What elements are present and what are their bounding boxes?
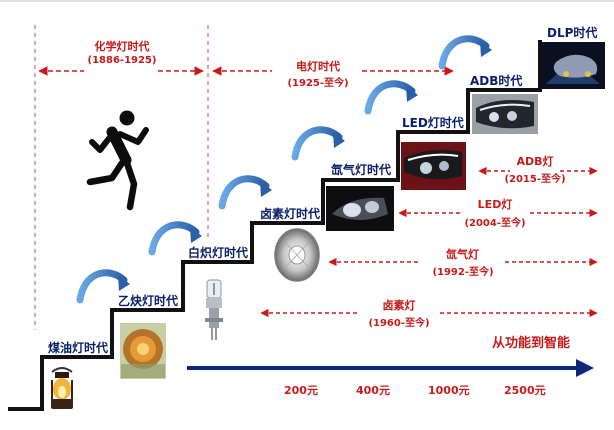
price-400: 400元 xyxy=(356,384,390,397)
staircase xyxy=(8,40,542,411)
step-label-led: LED灯时代 xyxy=(402,116,464,130)
span-xenon-title: 氙气灯 xyxy=(446,248,479,261)
step-arrows xyxy=(76,35,492,304)
span-adb-years: (2015-至今) xyxy=(504,174,566,185)
trend-label: 从功能到智能 xyxy=(492,336,571,351)
era-electric-years: (1925-至今) xyxy=(287,78,349,89)
step-label-xenon: 氙气灯时代 xyxy=(331,163,392,177)
price-200: 200元 xyxy=(284,384,318,397)
acetylene-lamp-image xyxy=(120,323,166,379)
era-chemical-years: (1886-1925) xyxy=(87,55,157,66)
xenon-headlight-image xyxy=(326,186,394,231)
span-halogen-years: (1960-至今) xyxy=(368,318,430,329)
step-label-kerosene: 煤油灯时代 xyxy=(48,341,109,355)
span-adb-title: ADB灯 xyxy=(516,155,554,168)
step-label-acetylene: 乙炔灯时代 xyxy=(118,294,179,308)
span-led-title: LED灯 xyxy=(477,198,513,211)
era-chemical-title: 化学灯时代 xyxy=(94,40,150,53)
step-label-halogen: 卤素灯时代 xyxy=(260,207,321,221)
step-label-dlp: DLP时代 xyxy=(547,26,598,40)
running-person-icon xyxy=(86,110,149,211)
kerosene-lantern-image xyxy=(51,367,73,409)
price-2500: 2500元 xyxy=(504,384,546,397)
step-label-adb: ADB时代 xyxy=(470,74,523,88)
incandescent-bulb-image xyxy=(205,279,223,340)
era-electric-title: 电灯时代 xyxy=(296,60,340,73)
span-led-years: (2004-至今) xyxy=(464,218,526,229)
step-label-incandescent: 白炽灯时代 xyxy=(188,246,249,260)
adb-headlight-image xyxy=(472,94,538,134)
halogen-reflector-image xyxy=(274,228,320,282)
trend-arrow-head xyxy=(576,359,594,377)
dlp-projection-image xyxy=(541,42,605,89)
span-halogen-title: 卤素灯 xyxy=(382,299,416,312)
led-headlight-image xyxy=(401,142,466,190)
span-xenon-years: (1992-至今) xyxy=(432,267,494,278)
price-1000: 1000元 xyxy=(428,384,470,397)
